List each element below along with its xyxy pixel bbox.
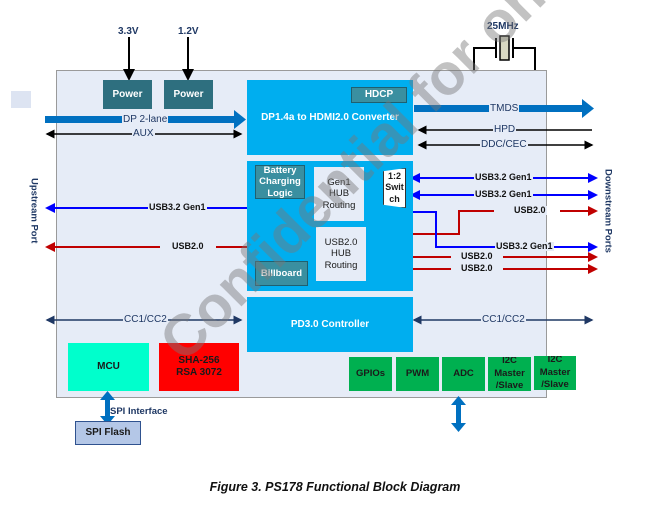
- figure-caption: Figure 3. PS178 Functional Block Diagram: [209, 480, 461, 494]
- pd-controller-block: PD3.0 Controller: [247, 297, 413, 352]
- converter-label: DP1.4a to HDMI2.0 Converter: [261, 111, 399, 123]
- downstream-usb3-c-label: USB3.2 Gen1: [495, 241, 554, 251]
- spi-arrow: [100, 391, 115, 425]
- power-block-2: Power: [164, 80, 213, 109]
- spi-flash-block: SPI Flash: [75, 421, 141, 445]
- adc-io-arrow: [451, 396, 466, 432]
- supply-1v2-label: 1.2V: [178, 26, 199, 37]
- supply-3v3-label: 3.3V: [118, 26, 139, 37]
- i2c-block-2: I2C Master /Slave: [534, 356, 576, 390]
- upstream-usb2-label: USB2.0: [160, 242, 216, 251]
- i2c-block-1: I2C Master /Slave: [488, 357, 531, 391]
- hpd-label: HPD: [493, 124, 517, 135]
- gen1-hub-routing-block: Gen1 HUB Routing: [314, 167, 364, 221]
- downstream-usb3-a-label: USB3.2 Gen1: [474, 172, 533, 182]
- crypto-rsa-label: RSA 3072: [176, 367, 222, 378]
- legend-square: [11, 91, 31, 108]
- gpios-block: GPIOs: [349, 357, 392, 391]
- usb2-hub-routing-block: USB2.0 HUB Routing: [316, 227, 366, 281]
- crystal-label: 25MHz: [487, 21, 519, 32]
- mcu-block: MCU: [68, 343, 149, 391]
- power-block-1: Power: [103, 80, 152, 109]
- battery-charging-block: Battery Charging Logic: [255, 165, 305, 199]
- downstream-usb2-a-label: USB2.0: [513, 205, 547, 215]
- crypto-sha-label: SHA-256: [178, 355, 220, 366]
- aux-label: AUX: [132, 128, 155, 139]
- cc-right-label: CC1/CC2: [481, 314, 526, 325]
- tmds-label: TMDS: [489, 103, 520, 114]
- ddc-label: DDC/CEC: [480, 139, 528, 150]
- upstream-usb3-label: USB3.2 Gen1: [148, 202, 207, 212]
- crypto-block: SHA-256 RSA 3072: [159, 343, 239, 391]
- hdcp-block: HDCP: [351, 87, 407, 103]
- billboard-block: Billboard: [255, 261, 308, 286]
- spi-interface-label: SPI Interface: [110, 406, 168, 417]
- adc-block: ADC: [442, 357, 485, 391]
- downstream-usb3-b-label: USB3.2 Gen1: [474, 189, 533, 199]
- downstream-usb2-b-label: USB2.0: [451, 252, 503, 261]
- upstream-port-label: Upstream Port: [28, 178, 40, 244]
- cc-left-label: CC1/CC2: [123, 314, 168, 325]
- downstream-usb2-c-label: USB2.0: [451, 264, 503, 273]
- dp-hdmi-converter-block: DP1.4a to HDMI2.0 Converter: [247, 80, 413, 155]
- downstream-ports-label: Downstream Ports: [602, 169, 614, 253]
- pwm-block: PWM: [396, 357, 439, 391]
- switch-block: 1:2 Switch: [383, 168, 406, 208]
- dp-label: DP 2-lane: [122, 114, 169, 125]
- crystal-icon: [473, 35, 536, 70]
